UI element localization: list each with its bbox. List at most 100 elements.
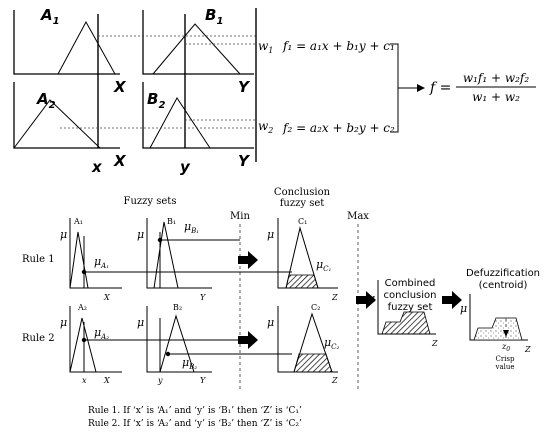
rule1-label-A1: A₁ (73, 217, 83, 226)
label-w2: w2 (258, 119, 273, 135)
rule2-clipped-area (293, 353, 333, 373)
mf-A2 (13, 99, 101, 149)
rule1-panel-B1: μ B₁ μB₁ Y (137, 217, 212, 302)
rule1-mu-B: μ (137, 228, 144, 241)
combined-area (381, 311, 431, 335)
rule1-min-arrow (238, 251, 258, 269)
header-fuzzy-sets: Fuzzy sets (124, 196, 177, 207)
rule2-label-C2: C₂ (311, 303, 320, 312)
header-max: Max (347, 211, 369, 222)
output-numerator: w₁f₁ + w₂f₂ (463, 71, 530, 85)
label-B2: B2 (147, 90, 165, 111)
defuzz-panel: μ z0 Z Crisp value (460, 294, 531, 371)
header-combined-3: fuzzy set (388, 302, 433, 313)
header-min: Min (230, 211, 250, 222)
header-conclusion-2: fuzzy set (280, 198, 325, 209)
max-arrow (356, 291, 376, 309)
mf-A1 (57, 20, 116, 75)
rule2-axis-Z: Z (331, 376, 338, 385)
panel-B2: B2 Y (142, 82, 254, 170)
label-Y-top: Y (238, 78, 251, 96)
mf-B2 (149, 97, 211, 149)
rule-2-label: Rule 2 (22, 333, 55, 344)
panel-B1-axes (142, 10, 254, 75)
panel-A1: A1 X (13, 6, 127, 96)
rule2-axis-Y: Y (200, 376, 206, 385)
panel-A2: A2 X (13, 82, 127, 170)
defuzz-arrow (442, 291, 462, 309)
defuzz-area (473, 317, 523, 341)
rule1-panel-A1: μ A₁ μA₁ X (60, 217, 122, 302)
rule2-mf-C2 (293, 312, 333, 373)
label-A2: A2 (36, 90, 56, 111)
rule1-mu-A1: μA₁ (94, 255, 109, 270)
panel-B1: B1 Y (142, 6, 254, 96)
equation-f2: f₂ = a₂x + b₂y + c₂ (282, 121, 395, 135)
rule-2-text: Rule 2. If ‘x’ is ‘A₂’ and ‘y’ is ‘B₂’ t… (88, 418, 302, 429)
rule2-min-arrow (238, 331, 258, 349)
rule2-label-B2: B₂ (173, 303, 182, 312)
rule2-axis-y: y (157, 376, 163, 385)
header-conclusion-1: Conclusion (274, 187, 331, 198)
rule1-mf-B1 (153, 221, 179, 289)
crisp-label-1: Crisp (495, 355, 515, 363)
header-defuzz-1: Defuzzification (466, 268, 540, 279)
rule1-panel-C1: μ C₁ μC₁ Z (267, 217, 338, 302)
input-y-label: y (180, 158, 191, 176)
rule1-B1-axes (146, 218, 212, 289)
rule1-A1-axes (69, 218, 122, 289)
rule2-axis-X: X (103, 376, 110, 385)
rule1-clipped-area (285, 274, 319, 289)
rule2-mu-B: μ (137, 316, 144, 329)
rule1-axis-X: X (103, 293, 110, 302)
rule1-mf-C1 (285, 226, 319, 289)
rule1-mu-A: μ (60, 228, 67, 241)
rule1-mu-B1: μB₁ (184, 220, 199, 235)
label-w1: w1 (258, 39, 273, 55)
combined-mu: μ (368, 292, 375, 305)
crisp-label-2: value (494, 363, 514, 371)
defuzz-axis-Z: Z (524, 345, 531, 354)
rule1-axis-Z: Z (331, 293, 338, 302)
rule1-label-C1: C₁ (298, 217, 307, 226)
mamdani-section: Fuzzy sets Min Conclusion fuzzy set Max … (22, 187, 540, 429)
rule2-mu-A2: μA₂ (94, 326, 109, 341)
rule2-mu-A: μ (60, 316, 67, 329)
rule2-panel-C2: μ C₂ μC₂ Z (267, 303, 340, 385)
rule1-mf-A1 (69, 231, 89, 289)
rule2-mu-B2: μB₂ (182, 356, 197, 371)
rule2-panel-B2: μ B₂ μB₂ y Y (137, 303, 212, 385)
rule1-axis-Y: Y (200, 293, 206, 302)
rule2-mf-A2 (69, 317, 97, 373)
header-combined-2: conclusion (383, 290, 436, 301)
defuzz-mu: μ (460, 302, 467, 315)
combined-axis-Z: Z (431, 339, 438, 348)
rule-1-label: Rule 1 (22, 254, 55, 265)
rule2-mu-C: μ (267, 316, 274, 329)
rule2-axis-x: x (82, 376, 87, 385)
output-f-lhs: f = (429, 80, 451, 96)
label-Y-bottom: Y (238, 152, 251, 170)
rule2-panel-A2: μ A₂ μA₂ x X (60, 303, 122, 385)
label-A1: A1 (40, 6, 60, 27)
panel-B2-axes (142, 82, 254, 149)
label-X-top: X (113, 78, 127, 96)
rule1-mu-C: μ (267, 228, 274, 241)
combined-panel: μ Z (368, 280, 438, 348)
rule2-B2-axes (146, 306, 212, 373)
header-combined-1: Combined (385, 278, 436, 289)
panel-A2-axes (13, 82, 120, 149)
rule-1-text: Rule 1. If ‘x’ is ‘A₁’ and ‘y’ is ‘B₁’ t… (88, 405, 302, 416)
rule2-mf-B2 (159, 314, 195, 373)
rule2-label-A2: A₂ (77, 303, 87, 312)
label-B1: B1 (205, 6, 223, 27)
rule1-mu-C1: μC₁ (316, 258, 332, 273)
anfis-section: A1 X B1 Y A2 X B2 Y x y (13, 6, 536, 176)
equation-f1: f₁ = a₁x + b₁y + c₁ (282, 39, 395, 53)
rule2-mu-C2: μC₂ (324, 336, 340, 351)
panel-A1-axes (13, 10, 120, 75)
output-denominator: w₁ + w₂ (472, 90, 520, 104)
bracket (390, 43, 399, 133)
